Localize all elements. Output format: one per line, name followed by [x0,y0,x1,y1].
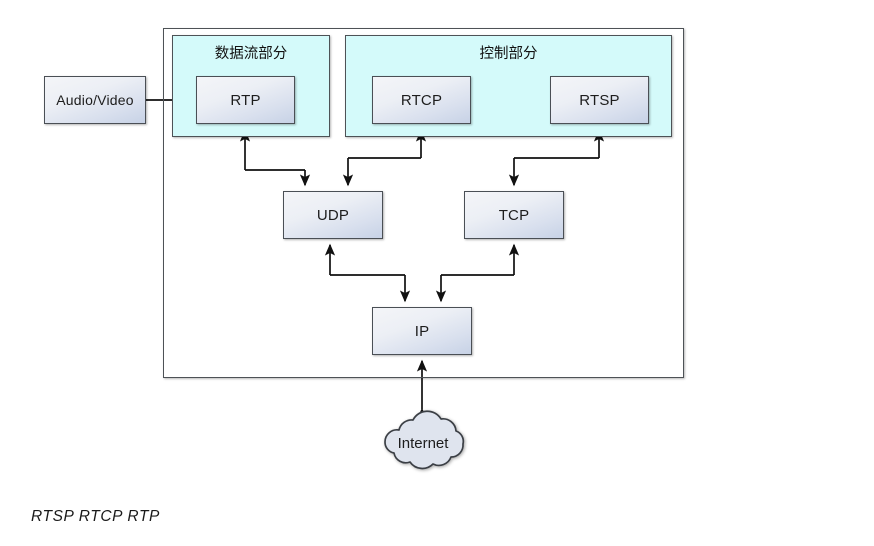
node-internet-label: Internet [397,435,449,452]
panel-control-label: 控制部分 [479,46,538,62]
protocol-stack-frame [163,28,684,378]
node-rtcp[interactable]: RTCP [372,76,471,124]
node-tcp[interactable]: TCP [464,191,564,239]
figure-caption: RTSP RTCP RTP [31,508,160,525]
node-rtp[interactable]: RTP [196,76,295,124]
node-internet[interactable]: Internet [375,410,471,482]
node-audio-video[interactable]: Audio/Video [44,76,146,124]
node-udp[interactable]: UDP [283,191,383,239]
cloud-icon [384,410,465,470]
node-rtsp[interactable]: RTSP [550,76,649,124]
panel-data-flow-label: 数据流部分 [214,46,288,62]
node-ip[interactable]: IP [372,307,472,355]
